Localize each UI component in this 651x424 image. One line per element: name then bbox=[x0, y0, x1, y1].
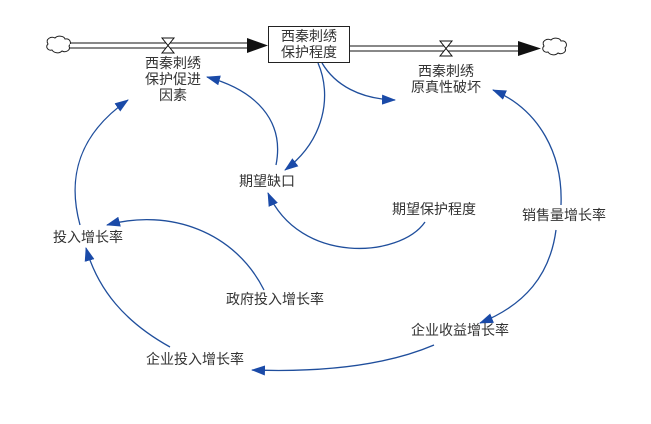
link-stock-to-expected-gap bbox=[284, 62, 326, 171]
link-investment-to-inflow bbox=[74, 99, 129, 226]
var-sales-growth[interactable]: 销售量增长率 bbox=[522, 208, 606, 224]
link-gov-investment-to-investment bbox=[106, 216, 265, 291]
link-enterprise-revenue-to-enterprise-investment bbox=[251, 344, 435, 376]
link-stock-to-outflow bbox=[321, 62, 396, 105]
var-enterprise-revenue-growth[interactable]: 企业收益增长率 bbox=[411, 323, 509, 339]
var-expected-protection[interactable]: 期望保护程度 bbox=[392, 202, 476, 218]
link-expected-gap-to-inflow bbox=[206, 75, 279, 166]
link-expected-protection-to-expected-gap bbox=[267, 192, 426, 250]
link-enterprise-investment-to-investment bbox=[84, 247, 171, 348]
inflow-valve-icon bbox=[160, 37, 176, 54]
flow-label-outflow[interactable]: 西秦刺绣 原真性破坏 bbox=[411, 64, 481, 96]
cloud-source-icon bbox=[46, 35, 71, 54]
var-enterprise-investment-growth[interactable]: 企业投入增长率 bbox=[146, 352, 244, 368]
outflow-valve-icon bbox=[438, 40, 454, 57]
var-gov-investment-growth[interactable]: 政府投入增长率 bbox=[226, 292, 324, 308]
link-sales-growth-to-outflow bbox=[492, 89, 562, 206]
cloud-sink-icon bbox=[542, 37, 567, 56]
var-investment-growth[interactable]: 投入增长率 bbox=[53, 230, 123, 246]
outflow-pipe bbox=[350, 41, 541, 56]
inflow-pipe bbox=[70, 38, 268, 53]
stock-protection-level[interactable]: 西秦刺绣 保护程度 bbox=[268, 26, 350, 63]
var-expected-gap[interactable]: 期望缺口 bbox=[239, 174, 295, 190]
flow-label-inflow[interactable]: 西秦刺绣 保护促进 因素 bbox=[145, 56, 201, 104]
link-sales-growth-to-enterprise-revenue bbox=[479, 229, 557, 324]
